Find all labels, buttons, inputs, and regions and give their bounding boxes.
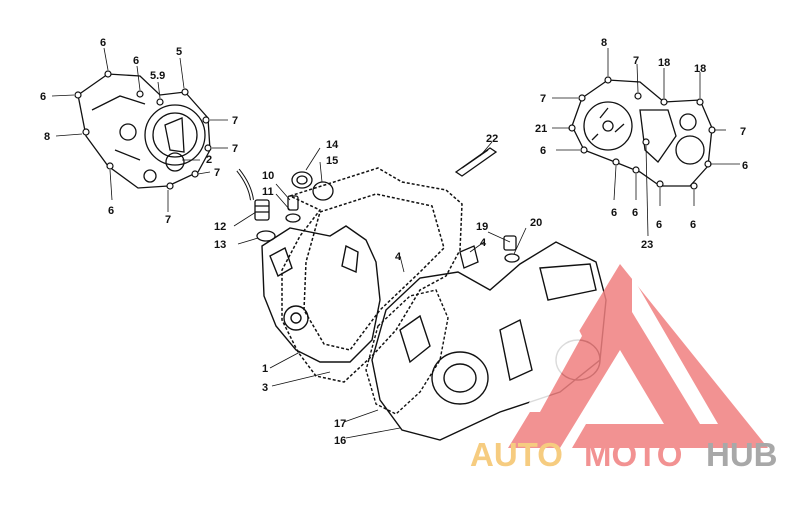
callout-10: 10 (262, 170, 274, 182)
callout-7: 7 (232, 143, 238, 155)
callout-6: 6 (656, 219, 662, 231)
callout-7: 7 (165, 214, 171, 226)
callout-20: 20 (530, 217, 542, 229)
watermark-text-hub: HUB (706, 436, 778, 473)
callout-6: 6 (133, 55, 139, 67)
leader-lines (51, 47, 740, 439)
callout-6: 6 (611, 207, 617, 219)
callout-17: 17 (334, 418, 346, 430)
callout-14: 14 (326, 139, 339, 151)
center-gasket (281, 167, 463, 383)
callout-6: 6 (632, 207, 638, 219)
callout-11: 11 (262, 186, 274, 198)
watermark-text-moto: MOTO (584, 436, 682, 473)
left-engine-cover (77, 73, 211, 189)
callout-19: 19 (476, 221, 488, 233)
callout-18: 18 (694, 63, 706, 75)
callout-12: 12 (214, 221, 226, 233)
callout-22: 22 (486, 133, 498, 145)
callout-6: 6 (40, 91, 46, 103)
callout-6: 6 (540, 145, 546, 157)
callout-3: 3 (262, 382, 268, 394)
callout-7: 7 (214, 167, 220, 179)
callout-7: 7 (740, 126, 746, 138)
callout-13: 13 (214, 239, 226, 251)
callout-2: 2 (206, 154, 212, 166)
callout-7: 7 (232, 115, 238, 127)
callout-21: 21 (535, 123, 547, 135)
watermark-logo: AUTO MOTO HUB (470, 264, 778, 473)
right-cover-bolts (568, 76, 716, 190)
callout-8: 8 (601, 37, 607, 49)
watermark-triangle-icon (508, 264, 768, 448)
callout-23: 23 (641, 239, 653, 251)
watermark-text-auto: AUTO (470, 436, 563, 473)
right-gasket (365, 289, 449, 415)
callout-6: 6 (742, 160, 748, 172)
callout-1: 1 (262, 363, 268, 375)
callout-6: 6 (108, 205, 114, 217)
left-crankcase (261, 225, 381, 363)
callout-18: 18 (658, 57, 670, 69)
callout-7: 7 (540, 93, 546, 105)
callout-6: 6 (690, 219, 696, 231)
callout-4: 4 (395, 251, 402, 263)
left-cover-bolts (74, 70, 212, 190)
callout-7: 7 (633, 55, 639, 67)
callout-5: 5 (176, 46, 182, 58)
callout-4: 4 (480, 237, 487, 249)
small-parts (236, 147, 520, 269)
callout-8: 8 (44, 131, 50, 143)
right-engine-cover (571, 79, 713, 187)
callout-15: 15 (326, 155, 338, 167)
callout-6: 6 (100, 37, 106, 49)
callout-5-9: 5.9 (150, 70, 165, 82)
callout-16: 16 (334, 435, 346, 447)
callout-labels: 6 6 5 5.9 6 7 8 7 2 7 6 7 14 15 10 11 12… (40, 37, 748, 447)
